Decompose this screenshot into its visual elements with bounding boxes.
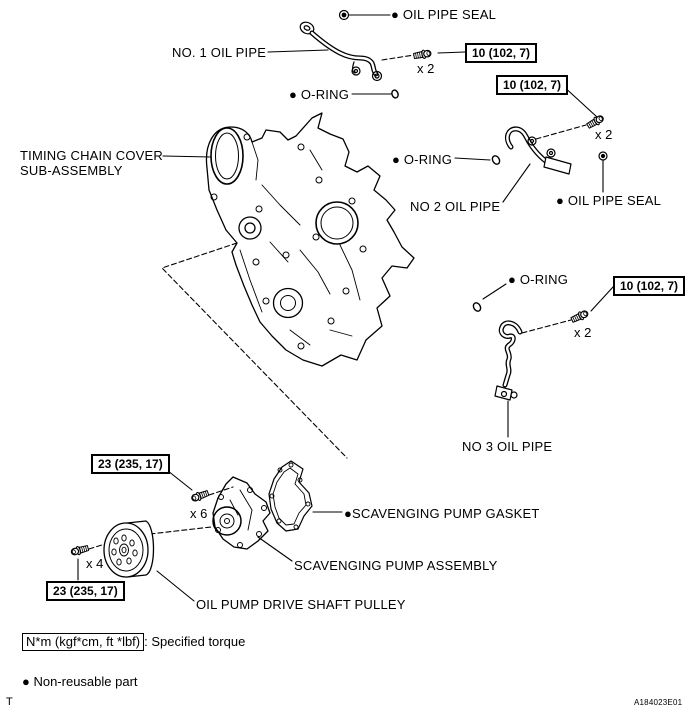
o-ring-lower-icon xyxy=(472,302,482,312)
label-scavenging-pump-gasket: ●SCAVENGING PUMP GASKET xyxy=(344,506,540,521)
page-marker: T xyxy=(6,696,13,708)
torque-box-no3-pipe: 10 (102, 7) xyxy=(613,276,686,296)
scavenging-pump-drawing xyxy=(212,476,271,550)
bolt-icon-no1-pipe xyxy=(412,48,433,61)
oil-pipe-seal-right-icon xyxy=(598,151,608,161)
legend-torque: N*m (kgf*cm, ft *lbf): Specified torque xyxy=(22,633,246,651)
torque-box-no1-pipe: 10 (102, 7) xyxy=(465,43,538,63)
label-timing-chain-cover-line2: SUB-ASSEMBLY xyxy=(20,163,123,178)
torque-box-no2-pipe: 10 (102, 7) xyxy=(496,75,569,95)
label-no1-oil-pipe: NO. 1 OIL PIPE xyxy=(172,45,267,60)
o-ring-top-icon xyxy=(391,89,399,99)
label-o-ring-mid: ● O-RING xyxy=(392,152,453,167)
label-o-ring-lower: ● O-RING xyxy=(508,272,569,287)
qty-x2-no2-pipe: x 2 xyxy=(595,127,613,142)
torque-box-pump: 23 (235, 17) xyxy=(91,454,170,474)
no3-oil-pipe-drawing xyxy=(494,320,523,401)
qty-x6-pump-bolts: x 6 xyxy=(190,506,208,521)
qty-x4-pulley-bolts: x 4 xyxy=(86,556,104,571)
timing-chain-cover-drawing xyxy=(205,112,415,367)
bolt-icon-no3-pipe xyxy=(569,308,590,325)
bolt-icon-pump xyxy=(189,488,211,504)
label-timing-chain-cover-line1: TIMING CHAIN COVER xyxy=(20,148,163,163)
label-no3-oil-pipe: NO 3 OIL PIPE xyxy=(462,439,553,454)
legend-non-reusable: ● Non-reusable part xyxy=(22,674,138,689)
oil-pump-pulley-drawing xyxy=(103,520,155,578)
label-oil-pump-drive-shaft-pulley: OIL PUMP DRIVE SHAFT PULLEY xyxy=(196,597,406,612)
torque-box-pulley: 23 (235, 17) xyxy=(46,581,125,601)
scavenging-pump-gasket-drawing xyxy=(268,460,313,532)
label-timing-chain-cover: TIMING CHAIN COVER SUB-ASSEMBLY xyxy=(20,148,163,178)
bolt-icon-pulley xyxy=(69,543,90,558)
qty-x2-no1-pipe: x 2 xyxy=(417,61,435,76)
o-ring-mid-icon xyxy=(491,155,501,165)
no1-oil-pipe-drawing xyxy=(299,21,383,82)
legend-torque-unit-box: N*m (kgf*cm, ft *lbf) xyxy=(22,633,145,651)
legend-torque-suffix: : Specified torque xyxy=(144,634,246,649)
label-o-ring-top: ● O-RING xyxy=(289,87,350,102)
qty-x2-no3-pipe: x 2 xyxy=(574,325,592,340)
dashed-assembly-lines xyxy=(88,54,587,550)
label-oil-pipe-seal-top: ● OIL PIPE SEAL xyxy=(391,7,497,22)
label-no2-oil-pipe: NO 2 OIL PIPE xyxy=(410,199,501,214)
no2-oil-pipe-drawing xyxy=(504,126,572,175)
oil-pipe-seal-top-icon xyxy=(338,9,350,21)
figure-code: A184023E01 xyxy=(634,698,683,707)
label-scavenging-pump-assembly: SCAVENGING PUMP ASSEMBLY xyxy=(294,558,498,573)
label-oil-pipe-seal-right: ● OIL PIPE SEAL xyxy=(556,193,662,208)
